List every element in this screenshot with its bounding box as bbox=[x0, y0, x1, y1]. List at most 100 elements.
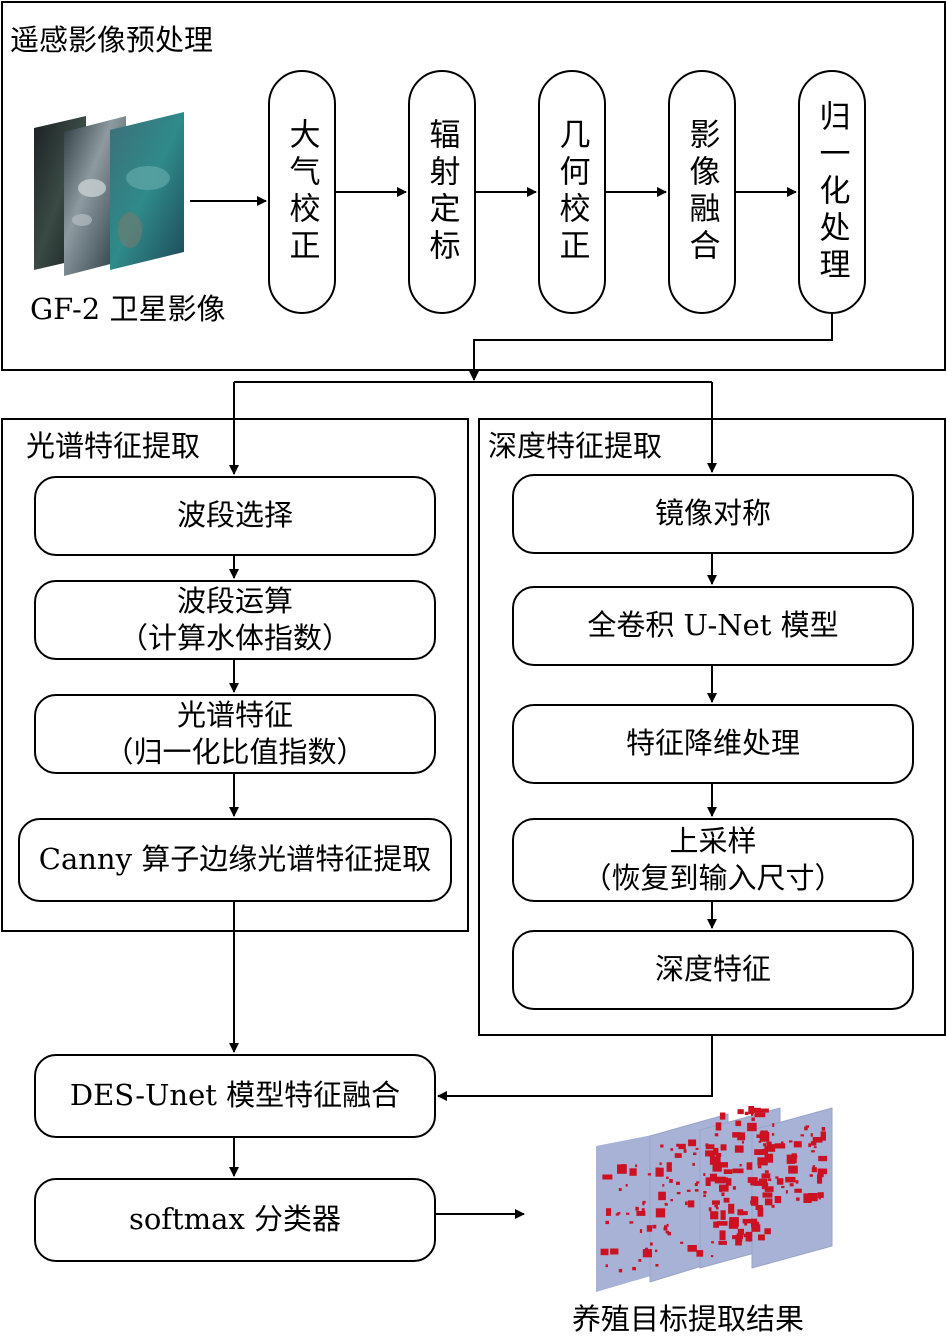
extracted-target-mark bbox=[756, 1150, 760, 1154]
extracted-target-mark bbox=[615, 1213, 620, 1216]
extracted-target-mark bbox=[812, 1165, 816, 1169]
extracted-target-mark bbox=[817, 1168, 824, 1178]
extracted-target-mark bbox=[737, 1209, 744, 1216]
extracted-target-mark bbox=[754, 1112, 766, 1118]
extracted-target-mark bbox=[811, 1167, 817, 1173]
extracted-target-mark bbox=[793, 1141, 802, 1148]
extracted-target-mark bbox=[713, 1147, 719, 1156]
extracted-target-mark bbox=[655, 1208, 666, 1218]
extracted-target-mark bbox=[642, 1201, 645, 1206]
extracted-target-mark bbox=[716, 1207, 719, 1210]
softmax-classifier-label: softmax 分类器 bbox=[128, 1202, 342, 1237]
extracted-target-mark bbox=[723, 1197, 730, 1203]
extracted-target-mark bbox=[705, 1150, 715, 1157]
deep-feature-label: 深度特征 bbox=[654, 952, 771, 987]
extracted-target-mark bbox=[737, 1228, 744, 1235]
extracted-target-mark bbox=[739, 1164, 742, 1167]
extracted-target-mark bbox=[751, 1117, 755, 1122]
unet-model-label: 全卷积 U-Net 模型 bbox=[587, 608, 839, 643]
extracted-target-mark bbox=[618, 1188, 622, 1191]
extracted-target-mark bbox=[771, 1204, 775, 1208]
extracted-target-mark bbox=[642, 1200, 646, 1204]
extracted-target-mark bbox=[662, 1184, 665, 1187]
extracted-target-mark bbox=[676, 1191, 681, 1195]
extracted-target-mark bbox=[794, 1188, 802, 1193]
extracted-target-mark bbox=[605, 1220, 609, 1225]
result-label: 养殖目标提取结果 bbox=[572, 1302, 805, 1336]
extracted-target-mark bbox=[747, 1122, 757, 1132]
extracted-target-mark bbox=[695, 1147, 699, 1150]
extracted-target-mark bbox=[721, 1192, 725, 1197]
extracted-target-mark bbox=[781, 1185, 785, 1189]
extracted-target-mark bbox=[688, 1139, 697, 1147]
extracted-target-mark bbox=[817, 1192, 824, 1198]
extracted-target-mark bbox=[716, 1153, 722, 1158]
extracted-target-mark bbox=[687, 1245, 697, 1252]
extracted-target-mark bbox=[717, 1221, 728, 1226]
extracted-target-mark bbox=[818, 1196, 821, 1200]
mirror-symmetry-label: 镜像对称 bbox=[654, 496, 771, 531]
band-operation-box: 波段运算 （计算水体指数） bbox=[34, 580, 436, 660]
extracted-target-mark bbox=[800, 1134, 804, 1137]
extracted-target-mark bbox=[620, 1164, 627, 1170]
extracted-target-mark bbox=[764, 1228, 771, 1235]
extracted-target-mark bbox=[696, 1181, 700, 1184]
extracted-target-mark bbox=[751, 1218, 758, 1228]
extracted-target-mark bbox=[791, 1153, 797, 1164]
extracted-target-mark bbox=[680, 1241, 684, 1244]
extracted-target-mark bbox=[750, 1196, 759, 1206]
extracted-target-mark bbox=[715, 1166, 722, 1172]
extracted-target-mark bbox=[709, 1173, 717, 1182]
extracted-target-mark bbox=[669, 1179, 673, 1183]
extracted-target-mark bbox=[796, 1197, 800, 1201]
extracted-target-mark bbox=[763, 1143, 766, 1147]
extracted-target-mark bbox=[780, 1141, 784, 1144]
feature-fusion-label: DES-Unet 模型特征融合 bbox=[69, 1078, 401, 1113]
extracted-target-mark bbox=[757, 1207, 764, 1217]
extracted-target-mark bbox=[729, 1217, 739, 1227]
spectral-feature-label: 光谱特征 bbox=[176, 697, 293, 732]
extracted-target-mark bbox=[678, 1143, 686, 1150]
extracted-target-mark bbox=[744, 1221, 748, 1226]
extracted-target-mark bbox=[694, 1183, 698, 1187]
extracted-target-mark bbox=[625, 1184, 628, 1187]
satellite-image-stack bbox=[34, 112, 184, 276]
extracted-target-mark bbox=[762, 1182, 765, 1185]
extracted-target-mark bbox=[744, 1111, 749, 1116]
extracted-target-mark bbox=[666, 1223, 669, 1227]
extracted-target-mark bbox=[696, 1250, 704, 1257]
extracted-target-mark bbox=[718, 1240, 727, 1245]
extracted-target-mark bbox=[756, 1134, 761, 1138]
extracted-target-mark bbox=[670, 1148, 674, 1151]
extracted-target-mark bbox=[719, 1184, 729, 1192]
extracted-target-mark bbox=[786, 1154, 795, 1164]
extracted-target-mark bbox=[665, 1230, 670, 1234]
extracted-target-mark bbox=[636, 1211, 646, 1216]
extracted-target-mark bbox=[808, 1143, 811, 1148]
extracted-target-mark bbox=[732, 1186, 736, 1190]
extracted-target-mark bbox=[703, 1191, 707, 1194]
extracted-target-mark bbox=[732, 1235, 743, 1240]
extracted-target-mark bbox=[770, 1144, 777, 1149]
atmospheric-correction-box: 大气校正 bbox=[268, 70, 336, 314]
extracted-target-mark bbox=[712, 1200, 720, 1205]
extracted-target-mark bbox=[646, 1225, 653, 1232]
extracted-target-mark bbox=[635, 1164, 638, 1168]
extracted-target-mark bbox=[767, 1178, 772, 1181]
extracted-target-mark bbox=[655, 1249, 658, 1253]
extracted-target-mark bbox=[803, 1193, 812, 1203]
radiometric-calibration-box: 辐射定标 bbox=[408, 70, 476, 314]
dimension-reduction-box: 特征降维处理 bbox=[512, 704, 914, 784]
extracted-target-mark bbox=[710, 1255, 714, 1258]
extracted-target-mark bbox=[660, 1144, 664, 1148]
extracted-target-mark bbox=[755, 1205, 761, 1210]
extracted-target-mark bbox=[808, 1193, 818, 1202]
extracted-target-mark bbox=[617, 1212, 621, 1215]
extracted-target-mark bbox=[647, 1173, 652, 1176]
normalization-label: 归一化处理 bbox=[813, 99, 850, 285]
extracted-target-mark bbox=[758, 1140, 762, 1143]
extracted-target-mark bbox=[750, 1107, 761, 1113]
deep-feature-box: 深度特征 bbox=[512, 930, 914, 1010]
extracted-target-mark bbox=[605, 1264, 608, 1268]
